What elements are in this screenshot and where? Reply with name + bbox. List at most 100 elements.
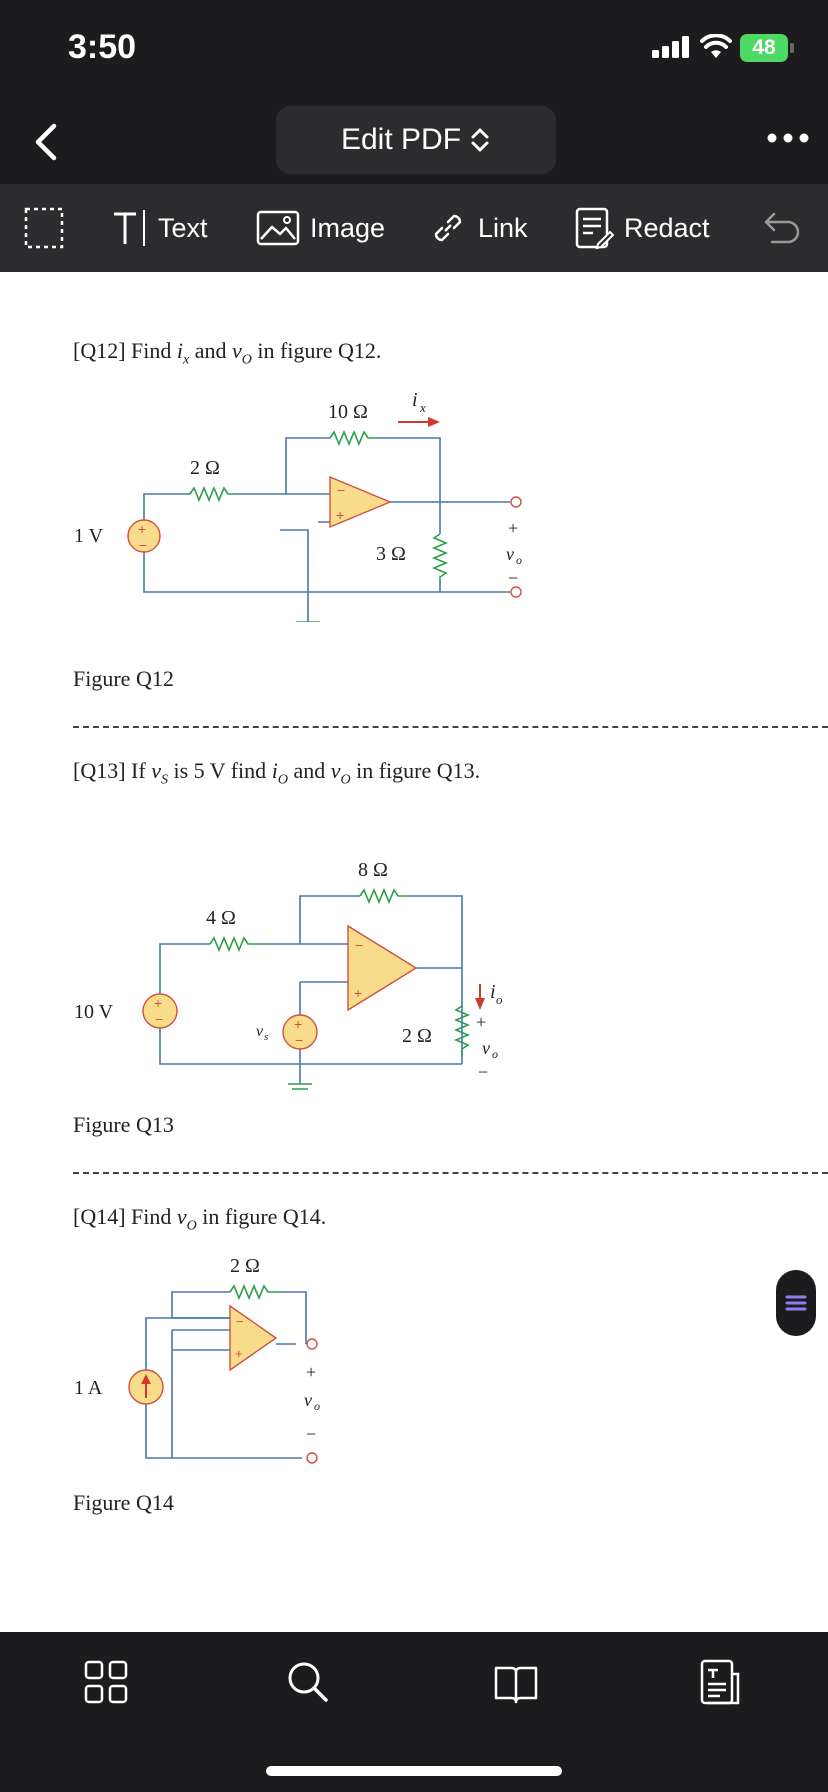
status-time: 3:50 — [68, 28, 137, 66]
label-out-sub-q14: o — [314, 1399, 320, 1413]
header-bar: Edit PDF — [0, 100, 828, 184]
image-tool-label: Image — [310, 212, 386, 243]
terminal-top — [510, 496, 522, 508]
svg-text:−: − — [295, 1032, 303, 1048]
home-indicator[interactable] — [266, 1766, 562, 1776]
text-tool-button[interactable]: Text — [112, 184, 208, 272]
more-options-icon[interactable] — [766, 126, 810, 150]
resistor-2ohm — [453, 1005, 471, 1056]
label-out-plus-q14: + — [306, 1362, 316, 1382]
link-icon — [434, 214, 462, 242]
figure-caption-q12: Figure Q12 — [73, 666, 174, 691]
scroll-grip-icon — [785, 1295, 807, 1311]
svg-text:−: − — [139, 537, 147, 553]
undo-icon — [764, 212, 800, 244]
circuit-q12: − + + − 1 V 2 Ω 10 Ω 3 Ω i x + v o − — [74, 389, 522, 622]
undo-button[interactable] — [760, 184, 804, 272]
redact-icon — [575, 207, 614, 250]
resistor-4ohm — [209, 935, 260, 953]
label-source-1a: 1 A — [74, 1377, 103, 1399]
svg-text:+: + — [235, 1346, 243, 1361]
search-icon[interactable] — [282, 1656, 334, 1708]
opamp-q13: − + — [347, 924, 418, 1012]
label-out-minus-q13: − — [478, 1062, 488, 1082]
label-out-var: v — [506, 544, 514, 564]
voltage-source-vs: + − — [282, 1014, 318, 1050]
back-chevron-icon[interactable] — [26, 120, 66, 164]
label-current: i — [412, 389, 418, 411]
label-out-plus-q13: + — [476, 1012, 486, 1032]
svg-text:−: − — [355, 937, 363, 953]
question-q14: [Q14] Find vO in figure Q14. — [73, 1204, 326, 1234]
label-out-minus: − — [508, 568, 518, 588]
q13-mid: and — [287, 758, 331, 783]
resistor-3ohm — [431, 533, 449, 580]
figure-caption-q13: Figure Q13 — [73, 1112, 174, 1137]
document-outline-icon[interactable] — [694, 1656, 746, 1708]
label-r-fb-q13: 8 Ω — [358, 859, 388, 881]
q13-var-vs: v — [151, 758, 161, 783]
battery-tip — [790, 43, 794, 53]
select-area-tool[interactable] — [24, 184, 64, 272]
resistor-2ohm-q14 — [229, 1283, 280, 1301]
image-tool-button[interactable]: Image — [256, 184, 385, 272]
text-tool-label: Text — [158, 212, 208, 243]
label-r-fb-q14: 2 Ω — [230, 1255, 260, 1277]
book-reading-icon[interactable] — [490, 1656, 542, 1708]
link-tool-label: Link — [478, 212, 528, 243]
q13-var-vs-sub: S — [160, 772, 168, 788]
opamp-q14: − + — [229, 1304, 278, 1372]
ground-q13 — [288, 1083, 312, 1090]
select-area-icon — [24, 207, 64, 249]
resistor-8ohm — [359, 887, 408, 905]
label-r-load: 3 Ω — [376, 543, 406, 565]
edit-pdf-mode-button[interactable]: Edit PDF — [276, 106, 556, 174]
text-cursor-icon — [114, 210, 145, 246]
q14-suffix: in figure Q14. — [196, 1204, 327, 1229]
q12-var-v: v — [232, 338, 242, 363]
bottom-tab-bar — [0, 1632, 828, 1792]
q12-var-i-sub: x — [183, 352, 190, 368]
chevron-up-down-icon — [471, 128, 489, 152]
wifi-icon — [700, 34, 732, 58]
current-arrow — [428, 417, 440, 427]
svg-text:+: + — [138, 521, 146, 537]
q14-var-v-sub: O — [186, 1218, 197, 1234]
voltage-source-10v: + − — [142, 993, 178, 1029]
q12-prefix: [Q12] Find — [73, 338, 177, 363]
pdf-page[interactable]: [Q12] Find ix and vO in figure Q12. − + — [0, 272, 828, 1632]
q12-suffix: in figure Q12. — [251, 338, 382, 363]
circuit-q14: − + 1 A 2 Ω + v o − — [74, 1255, 320, 1464]
label-source-vs: v — [256, 1023, 264, 1040]
question-q13: [Q13] If vS is 5 V find iO and vO in fig… — [73, 758, 480, 788]
circuit-q13: − + + − + − 10 V v s 4 Ω 8 Ω 2 Ω i o + v… — [74, 859, 503, 1090]
label-r-in: 2 Ω — [190, 457, 220, 479]
svg-text:+: + — [354, 985, 362, 1001]
label-out-sub-q13: o — [492, 1047, 498, 1061]
image-icon — [256, 210, 300, 246]
thumbnails-grid-icon[interactable] — [80, 1656, 132, 1708]
scroll-handle[interactable] — [776, 1270, 816, 1336]
label-current-sub-q13: o — [496, 992, 503, 1007]
resistor-2ohm — [189, 485, 235, 503]
current-arrow-io — [475, 998, 485, 1010]
q13-var-i-sub: O — [277, 772, 288, 788]
edit-toolbar: Text Image Link Redact — [0, 184, 828, 272]
svg-text:−: − — [155, 1011, 163, 1027]
figure-caption-q14: Figure Q14 — [73, 1490, 174, 1515]
svg-text:−: − — [337, 482, 345, 498]
q13-prefix: [Q13] If — [73, 758, 152, 783]
svg-text:+: + — [336, 507, 344, 523]
q13-suffix: in figure Q13. — [350, 758, 481, 783]
label-out-var-q13: v — [482, 1038, 490, 1058]
redact-tool-button[interactable]: Redact — [574, 184, 710, 272]
terminal-top-q14 — [306, 1338, 318, 1350]
label-r-in-q13: 4 Ω — [206, 907, 236, 929]
header-title: Edit PDF — [340, 123, 462, 156]
terminal-bottom-q14 — [306, 1452, 318, 1464]
resistor-10ohm — [329, 429, 378, 447]
cellular-signal-icon — [652, 36, 689, 58]
link-tool-button[interactable]: Link — [428, 184, 528, 272]
label-source-10v: 10 V — [74, 1001, 114, 1023]
label-r-load-q13: 2 Ω — [402, 1025, 432, 1047]
